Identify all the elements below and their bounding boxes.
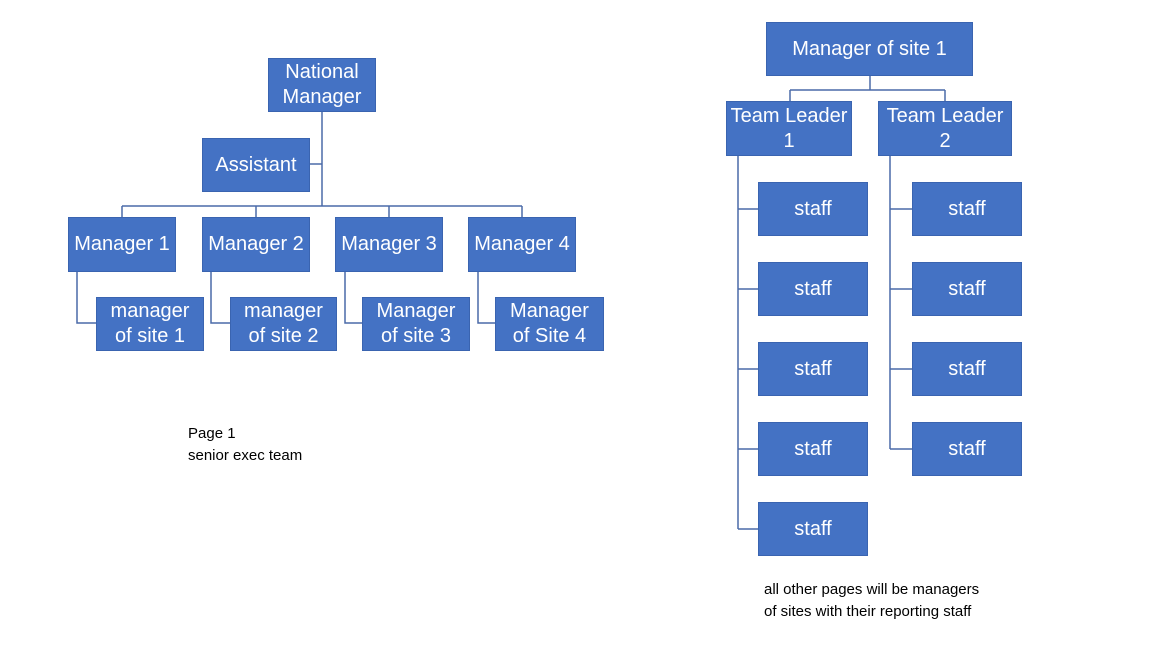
- assistant-box: Assistant: [202, 138, 310, 192]
- manager-2-box: Manager 2: [202, 217, 310, 272]
- page-1-note: Page 1 senior exec team: [188, 425, 303, 464]
- site-1-manager-box: manager of site 1: [96, 297, 204, 351]
- manager-3-box: Manager 3: [335, 217, 443, 272]
- site-4-manager-box: Manager of Site 4: [495, 297, 604, 351]
- national-manager-box: National Manager: [268, 58, 376, 112]
- site-2-manager-box: manager of site 2: [230, 297, 337, 351]
- staff-box: staff: [912, 182, 1022, 236]
- staff-box: staff: [758, 262, 868, 316]
- site-3-manager-box: Manager of site 3: [362, 297, 470, 351]
- staff-box: staff: [912, 262, 1022, 316]
- manager-1-box: Manager 1: [68, 217, 176, 272]
- staff-box: staff: [758, 502, 868, 556]
- manager-4-box: Manager 4: [468, 217, 576, 272]
- team-leader-1-box: Team Leader 1: [726, 101, 852, 156]
- staff-box: staff: [758, 342, 868, 396]
- other-pages-note: all other pages will be managers of site…: [764, 581, 980, 620]
- staff-box: staff: [912, 422, 1022, 476]
- site-manager-box: Manager of site 1: [766, 22, 973, 76]
- team-leader-2-box: Team Leader 2: [878, 101, 1012, 156]
- staff-box: staff: [912, 342, 1022, 396]
- staff-box: staff: [758, 422, 868, 476]
- staff-box: staff: [758, 182, 868, 236]
